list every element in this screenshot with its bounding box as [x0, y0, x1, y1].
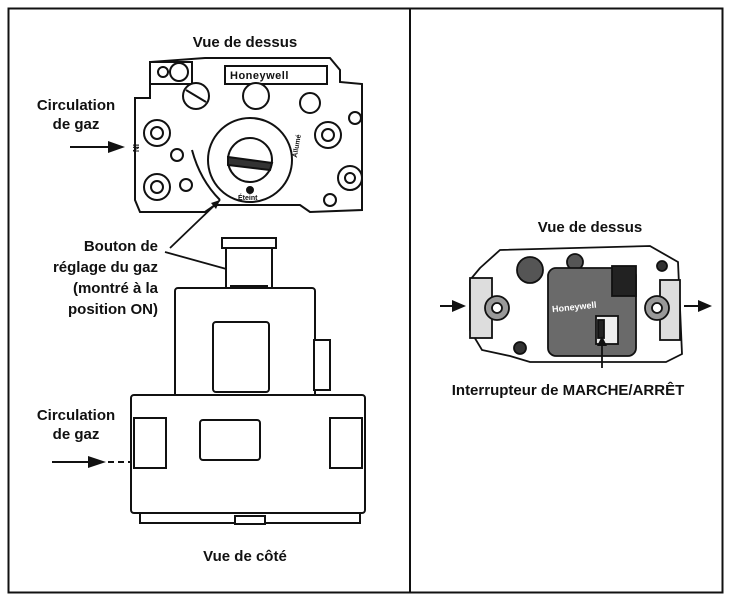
knob-mark-off: Éteint: [238, 195, 258, 202]
gas-flow-arrow-top: [70, 141, 125, 153]
right-top-view-valve: [469, 245, 683, 363]
knob-label-line2: réglage du gaz: [52, 259, 158, 276]
knob-label: Bouton de réglage du gaz (montré à la po…: [18, 236, 158, 320]
gas-flow-label-top-line1: Circulation: [36, 97, 116, 114]
gas-flow-arrow-side: [52, 456, 132, 468]
knob-leader-side: [164, 251, 231, 271]
knob-label-line4: position ON): [68, 301, 158, 318]
gas-flow-label-side-line1: Circulation: [36, 407, 116, 424]
side-view-valve: [130, 237, 366, 525]
knob-label-line1: Bouton de: [83, 238, 158, 255]
gas-flow-label-top-line2: de gaz: [52, 116, 100, 133]
knob-mark-on: Allumé: [291, 134, 303, 159]
right-gas-flow-arrow-in: [440, 300, 466, 312]
knob-label-line3: (montré à la: [72, 280, 158, 297]
side-view-title: Vue de côté: [203, 548, 287, 565]
outer-frame: [7, 7, 724, 594]
right-gas-flow-arrow-out: [684, 300, 712, 312]
knob-leader-top: [169, 199, 221, 249]
top-view-valve: [134, 57, 363, 214]
gas-flow-label-side-line2: de gaz: [52, 426, 100, 443]
top-view-title: Vue de dessus: [192, 34, 298, 51]
brand-logo-left: Honeywell: [230, 70, 289, 82]
right-top-view-title: Vue de dessus: [537, 219, 643, 236]
switch-label: Interrupteur de MARCHE/ARRÊT: [451, 382, 685, 399]
gas-flow-label-side: Circulation de gaz: [20, 406, 132, 444]
knob-mark-inlet: IN: [131, 144, 140, 152]
gas-flow-label-top: Circulation de gaz: [20, 96, 132, 134]
